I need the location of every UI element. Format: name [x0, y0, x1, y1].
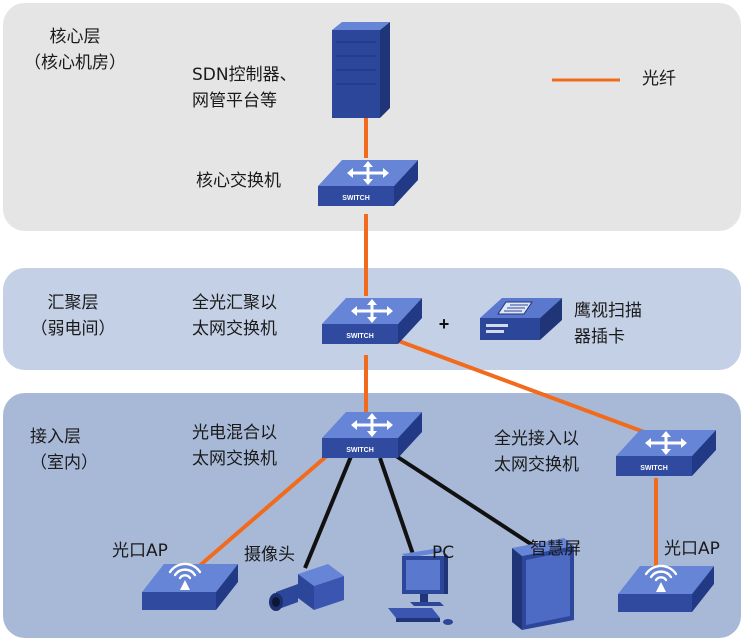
core-layer-location: （核心机房）	[24, 53, 126, 73]
scanner-card-label: 鹰视扫描 器插卡	[574, 298, 642, 350]
optical-ap-left-icon	[140, 562, 240, 612]
hybrid-access-switch-icon	[320, 410, 424, 460]
aggregation-layer-name: 汇聚层	[47, 293, 99, 313]
hybrid-switch-label-line2: 太网交换机	[192, 449, 277, 469]
scanner-card-icon	[480, 298, 562, 340]
aggregation-switch-label: 全光汇聚以 太网交换机	[192, 290, 277, 342]
pc-label: PC	[432, 543, 455, 563]
optical-access-switch-icon	[614, 428, 718, 478]
access-layer-label: 接入层 （室内）	[30, 424, 98, 476]
fiber-links	[188, 112, 658, 576]
smart-screen-icon	[512, 538, 574, 630]
access-layer-name: 接入层	[30, 427, 81, 447]
plus-sign: +	[439, 314, 450, 334]
core-layer-name: 核心层	[49, 27, 101, 47]
legend-fiber-label: 光纤	[642, 69, 676, 89]
aggregation-layer-location: （弱电间）	[30, 319, 116, 339]
optical-access-switch-label: 全光接入以 太网交换机	[494, 426, 579, 478]
server-label: SDN控制器、 网管平台等	[192, 62, 297, 114]
camera-label: 摄像头	[244, 545, 295, 565]
ap-right-label: 光口AP	[664, 539, 720, 559]
scanner-card-label-line2: 器插卡	[574, 327, 625, 347]
core-layer-label: 核心层 （核心机房）	[22, 24, 128, 76]
camera-icon	[269, 564, 344, 611]
aggregation-switch-label-line1: 全光汇聚以	[192, 293, 277, 313]
pc-icon	[388, 548, 453, 625]
hybrid-switch-label: 光电混合以 太网交换机	[192, 420, 277, 472]
hybrid-switch-label-line1: 光电混合以	[192, 423, 277, 443]
core-switch-label: 核心交换机	[196, 171, 281, 191]
ap-left-label: 光口AP	[112, 541, 168, 561]
optical-ap-right-icon	[616, 564, 716, 614]
copper-links	[303, 450, 542, 569]
server-label-line2: 网管平台等	[192, 91, 277, 111]
optical-access-switch-label-line1: 全光接入以	[494, 429, 579, 449]
server-icon	[332, 22, 390, 118]
scanner-card-label-line1: 鹰视扫描	[574, 301, 642, 321]
access-layer-location: （室内）	[30, 453, 98, 473]
core-switch-icon	[316, 158, 420, 208]
optical-access-switch-label-line2: 太网交换机	[494, 455, 579, 475]
smart-screen-label: 智慧屏	[530, 539, 581, 559]
aggregation-switch-label-line2: 太网交换机	[192, 319, 277, 339]
aggregation-switch-icon	[320, 296, 424, 346]
aggregation-layer-label: 汇聚层 （弱电间）	[20, 290, 126, 342]
server-label-line1: SDN控制器、	[192, 65, 297, 85]
